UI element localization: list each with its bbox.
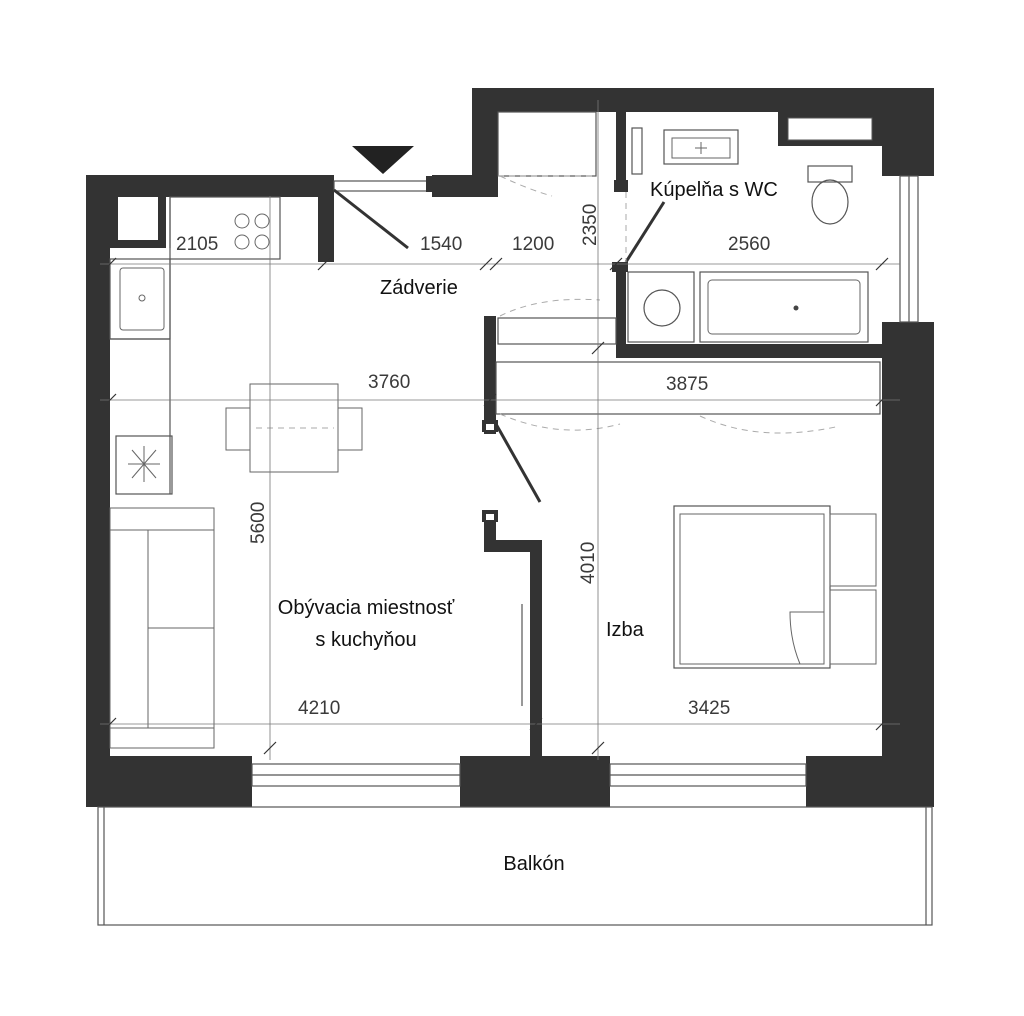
wall-bath-left-bottom	[616, 262, 626, 358]
room-label-bedroom: Izba	[606, 619, 645, 641]
windows	[251, 175, 919, 787]
dim-bath-width: 2560	[728, 234, 770, 255]
wall-bottom-mid	[460, 756, 610, 807]
wall-mid-upper	[484, 316, 496, 434]
wall-right-bottom	[882, 322, 934, 807]
room-label-living-line2: s kuchyňou	[315, 629, 416, 651]
wall-entry-jamb-left	[318, 190, 334, 262]
wall-top-left	[86, 175, 334, 197]
wardrobe-icon	[495, 361, 881, 415]
dining-table-icon	[225, 383, 363, 473]
entry-door	[333, 146, 434, 250]
kitchen-sink-icon	[119, 267, 165, 331]
sink-icon	[663, 129, 739, 165]
wall-bath-left-top	[616, 112, 626, 192]
bathroom-fixtures	[612, 127, 869, 343]
niche-right	[158, 197, 166, 247]
bathtub-icon	[699, 271, 869, 343]
walls	[86, 88, 934, 807]
dim-entry-width-a: 1540	[420, 234, 462, 255]
dim-bedroom-height: 4010	[578, 542, 599, 584]
bed-icon	[673, 505, 877, 669]
wall-bottom-left	[86, 756, 252, 807]
dimension-lines	[100, 100, 900, 760]
niche-left	[110, 197, 118, 247]
living-furniture	[109, 383, 542, 749]
wall-mid-step	[484, 540, 542, 552]
kitchen	[109, 196, 281, 495]
room-label-entry: Zádverie	[380, 277, 458, 299]
room-label-balcony: Balkón	[503, 853, 564, 875]
balcony	[97, 806, 933, 926]
room-labels: Zádverie Kúpelňa s WC Obývacia miestnosť…	[278, 179, 778, 875]
fridge-icon	[115, 435, 173, 495]
dim-entry-width-b: 1200	[512, 234, 554, 255]
wall-mid-bottom	[530, 540, 542, 760]
wall-top-right	[472, 88, 934, 112]
dim-living-height: 5600	[248, 502, 269, 544]
dimension-labels: 2105 1540 1200 2350 2560 3760 3875 5600 …	[176, 204, 770, 719]
room-label-living-line1: Obývacia miestnosť	[278, 597, 455, 619]
wall-bottom-right	[806, 756, 934, 807]
bedroom-furniture	[495, 361, 881, 669]
dim-living-width-bottom: 4210	[298, 698, 340, 719]
entrance-arrow-icon	[352, 146, 414, 174]
storage	[497, 111, 617, 345]
dim-living-width-top: 3760	[368, 372, 410, 393]
room-label-bathroom: Kúpelňa s WC	[650, 179, 778, 201]
dim-bedroom-width-top: 3875	[666, 374, 708, 395]
niche-bottom	[110, 240, 166, 248]
cooktop-icon	[169, 196, 281, 260]
wall-right-top	[882, 88, 934, 176]
towel-heater-icon	[631, 127, 643, 175]
washing-machine-icon	[627, 271, 695, 343]
wall-bath-bottom	[616, 344, 882, 358]
toilet-icon	[807, 165, 853, 225]
dim-kitchen-width: 2105	[176, 234, 218, 255]
sofa-icon	[109, 507, 215, 749]
dim-entry-depth: 2350	[580, 204, 601, 246]
dim-bedroom-width-bottom: 3425	[688, 698, 730, 719]
wall-left	[86, 175, 110, 807]
